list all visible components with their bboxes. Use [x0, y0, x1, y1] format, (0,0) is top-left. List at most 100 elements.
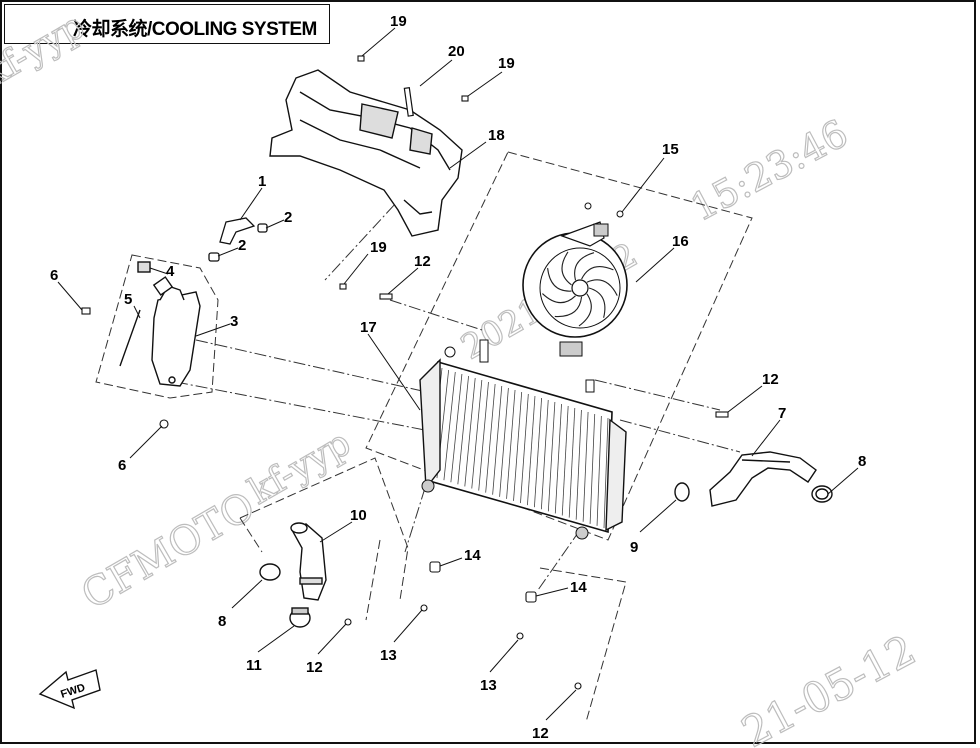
- callout-18: 18: [488, 127, 505, 144]
- fan-part: [522, 202, 628, 357]
- ref-line-12-right: [594, 379, 721, 411]
- radiator-fin: [443, 371, 456, 481]
- fwd-arrow: FWD: [38, 669, 101, 710]
- reference-lines: [175, 189, 741, 591]
- lower-boundary: [539, 567, 627, 723]
- radiator-fin: [478, 381, 489, 491]
- callout-12-bottom: 12: [532, 725, 549, 742]
- callout-13a: 13: [380, 647, 397, 664]
- radiator-fin: [499, 387, 509, 497]
- title-box: 冷却系统/COOLING SYSTEM: [4, 4, 330, 44]
- fan-blade: [542, 293, 576, 304]
- fan-blade: [574, 252, 595, 281]
- grommet-14a: [429, 561, 441, 573]
- bolt-12-upper: [379, 293, 393, 300]
- watermark-time: 15:23:46: [684, 111, 855, 230]
- radiator-boundary: [365, 151, 753, 541]
- radiator-fin: [450, 373, 463, 483]
- watermark-date: 21-05-12: [734, 625, 924, 748]
- callout-1: 1: [258, 173, 266, 190]
- page-title: 冷却系统/COOLING SYSTEM: [73, 19, 317, 40]
- watermark-brand: CFMOTO: [74, 483, 263, 619]
- fwd-arrow-icon: [38, 669, 101, 710]
- callout-10: 10: [350, 507, 367, 524]
- callout-labels: 19 20 19 18 15 16 19 12 17 1 2 2 4 5 3 6…: [50, 13, 866, 742]
- callout-14b: 14: [570, 579, 587, 596]
- callout-5: 5: [124, 291, 132, 308]
- callout-12-upper: 12: [414, 253, 431, 270]
- radiator-fin: [534, 397, 542, 508]
- fan-blade: [561, 251, 572, 286]
- callout-6-lower: 6: [118, 457, 126, 474]
- callout-17: 17: [360, 319, 377, 336]
- radiator-fin: [457, 375, 469, 485]
- nut-13b: [516, 632, 524, 640]
- bolt-19-right: [461, 95, 469, 102]
- hose-10-boundary: [239, 457, 409, 601]
- callout-12-right: 12: [762, 371, 779, 388]
- callout-19-right: 19: [498, 55, 515, 72]
- callout-6-upper: 6: [50, 267, 58, 284]
- callout-20: 20: [448, 43, 465, 60]
- leader-lines: [57, 27, 859, 721]
- callout-3: 3: [230, 313, 238, 330]
- watermark-user: kf-yyp: [242, 422, 358, 512]
- radiator-fin: [471, 379, 483, 489]
- bolt-6-upper: [81, 307, 91, 315]
- radiator-fin: [589, 413, 596, 524]
- hose-10-boundary-b: [239, 517, 263, 553]
- callout-15: 15: [662, 141, 679, 158]
- pin-part: [403, 87, 414, 117]
- fan-shroud-part: [269, 69, 463, 237]
- radiator-fin: [492, 385, 503, 495]
- radiator-fin: [527, 395, 536, 506]
- fan-blade: [578, 293, 592, 327]
- reservoir-part: [119, 261, 201, 387]
- bolt-19-left: [339, 283, 347, 290]
- radiator-fin: [547, 401, 556, 512]
- radiator-part: [419, 339, 627, 540]
- callout-13b: 13: [480, 677, 497, 694]
- ref-line-6: [175, 381, 426, 431]
- hose-10-part: [259, 522, 327, 628]
- radiator-fin: [554, 403, 562, 514]
- callout-7: 7: [778, 405, 786, 422]
- callout-11: 11: [246, 657, 262, 674]
- small-hose-part: [208, 217, 268, 262]
- callout-19-top: 19: [390, 13, 407, 30]
- callout-2a: 2: [284, 209, 292, 226]
- radiator-fin: [506, 389, 516, 499]
- bolt-12-lower-left: [344, 618, 352, 626]
- callout-12-lower-left: 12: [306, 659, 323, 676]
- callout-2b: 2: [238, 237, 246, 254]
- ref-line-3: [195, 339, 441, 396]
- fan-blade: [554, 296, 583, 318]
- reservoir-boundary: [95, 254, 219, 399]
- callout-8-right: 8: [858, 453, 866, 470]
- bolt-19-top: [357, 55, 365, 62]
- callout-9: 9: [630, 539, 638, 556]
- radiator-fin: [520, 393, 529, 504]
- radiator-fin: [513, 391, 523, 501]
- radiator-fin: [603, 417, 609, 529]
- radiator-fin: [575, 409, 582, 520]
- bolt-12-bottom: [574, 682, 582, 690]
- bolt-12-right: [715, 411, 729, 418]
- nut-13a: [420, 604, 428, 612]
- radiator-fin: [561, 405, 569, 516]
- radiator-fin: [568, 407, 576, 518]
- radiator-fin: [464, 377, 476, 487]
- radiator-fin: [582, 411, 589, 522]
- ref-line-14b: [537, 529, 581, 591]
- callout-14a: 14: [464, 547, 481, 564]
- callout-4: 4: [166, 263, 175, 280]
- callout-19-left: 19: [370, 239, 387, 256]
- fan-blade: [581, 266, 614, 280]
- watermark-user-topleft: kf-yyp: [0, 5, 92, 95]
- fasteners: [81, 55, 729, 690]
- fan-blade: [586, 279, 618, 296]
- lower-boundary-b: [365, 539, 381, 621]
- ref-line-14a: [404, 487, 426, 553]
